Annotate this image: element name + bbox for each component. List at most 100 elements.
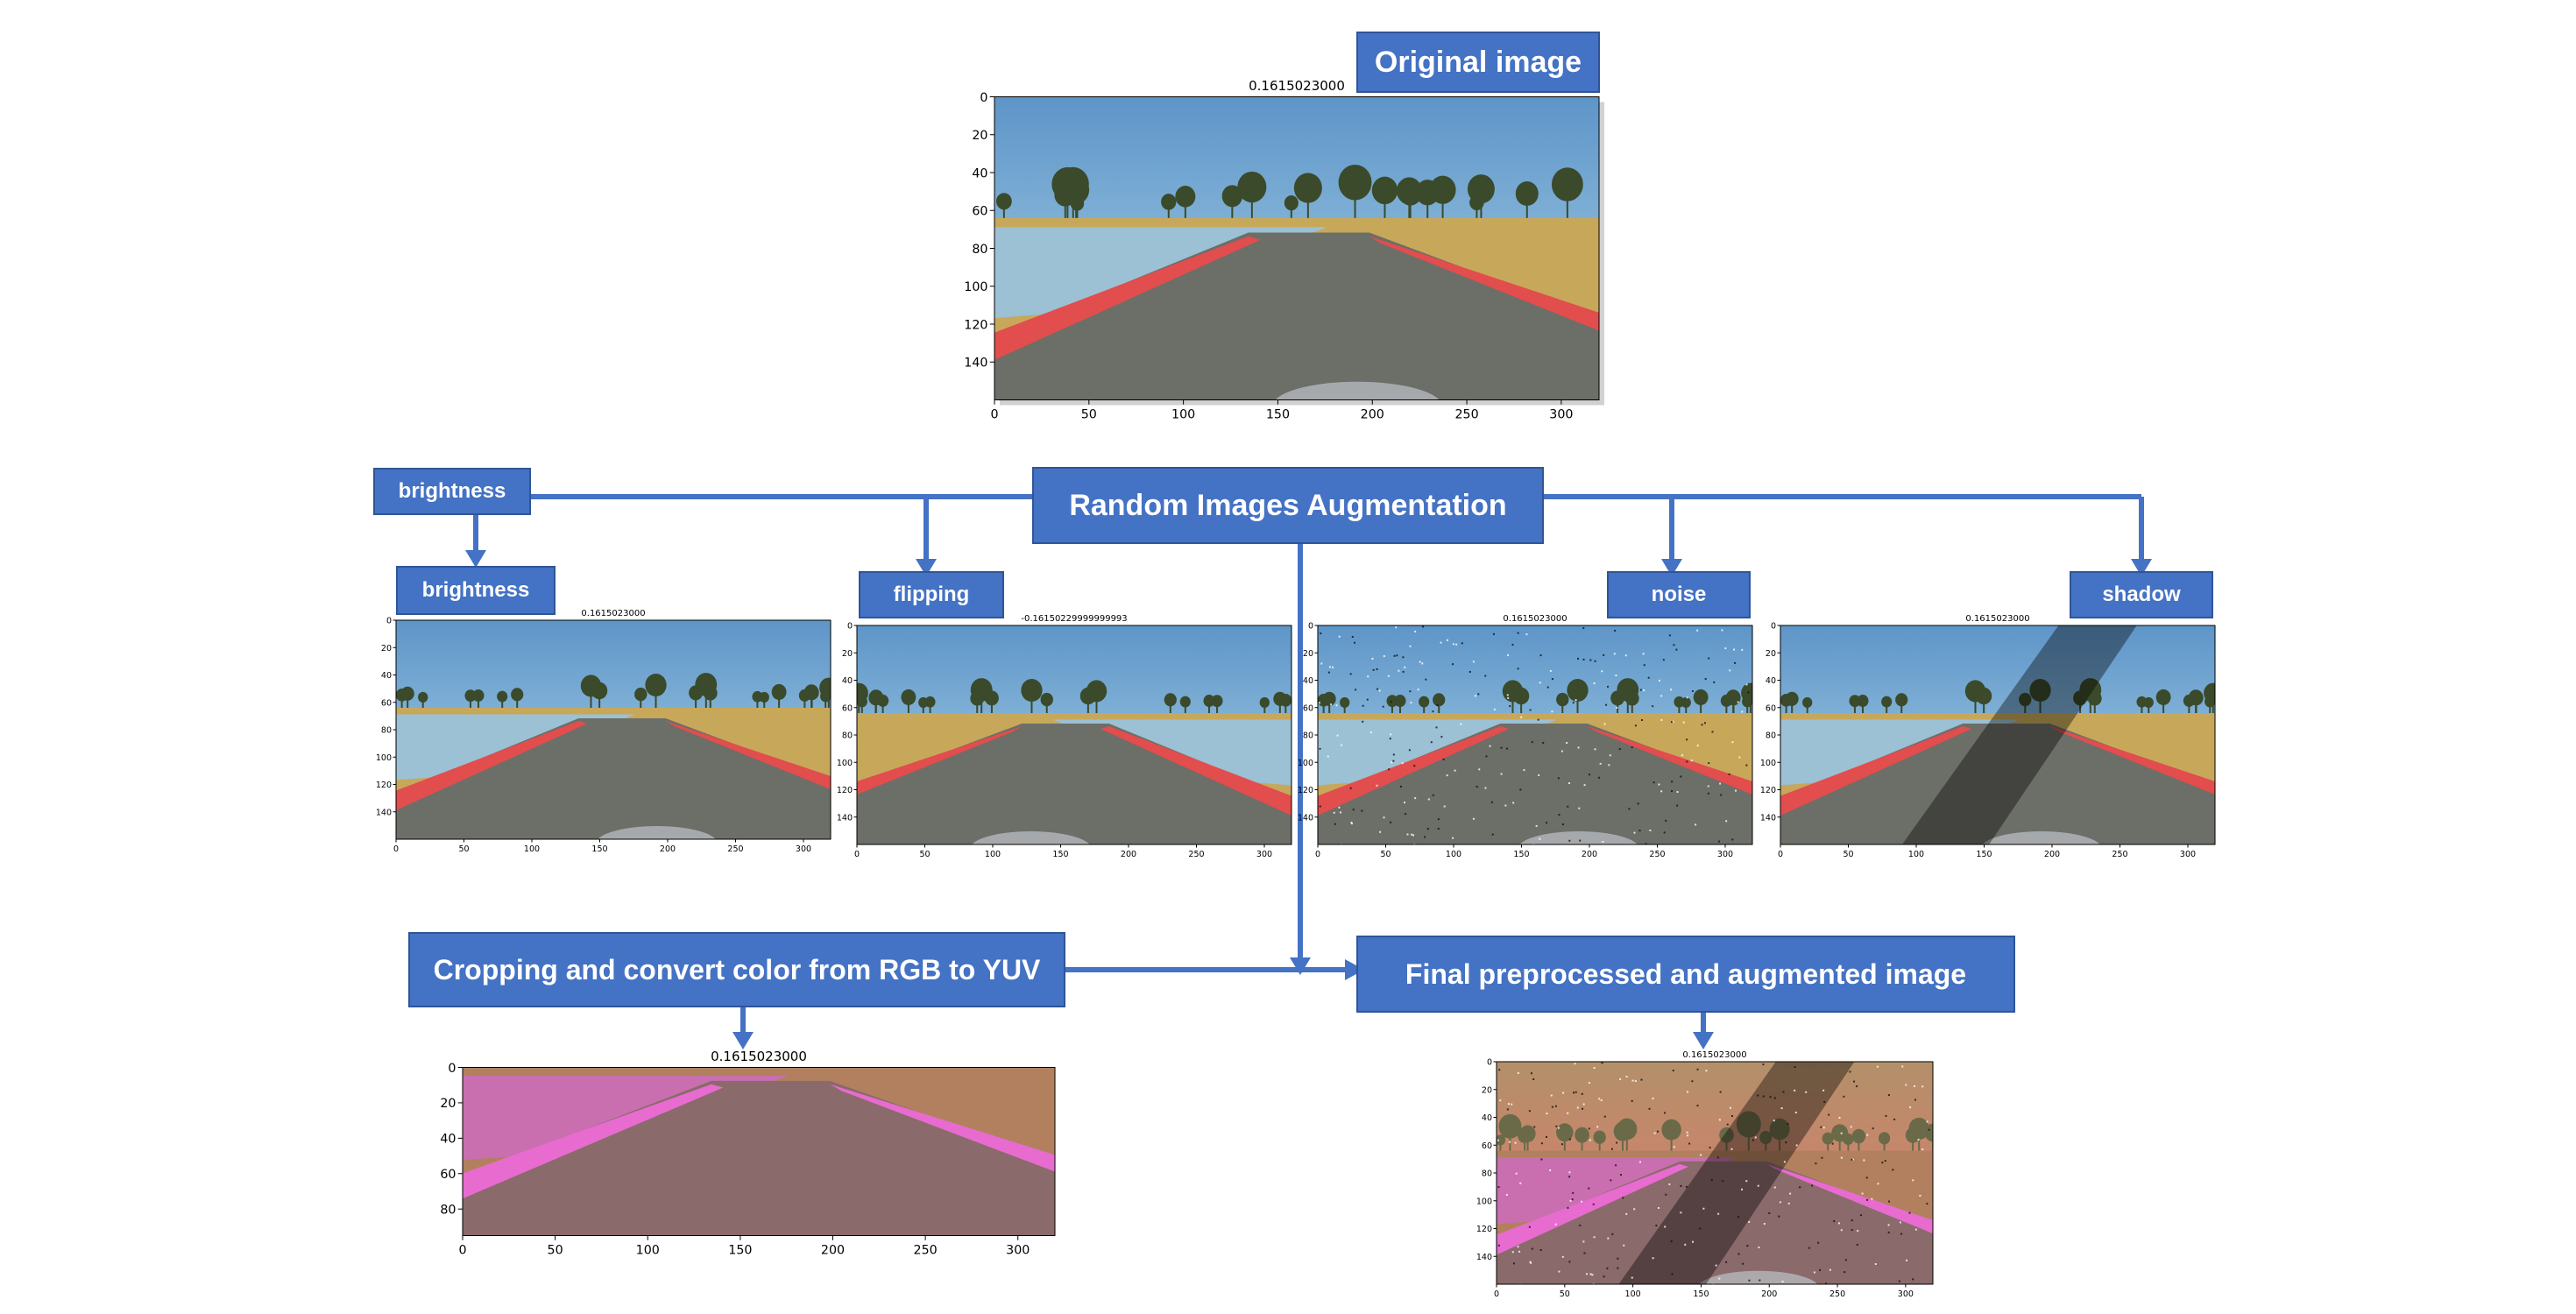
y-tick-label: 40 [842,676,853,686]
y-tick-label: 120 [1760,786,1776,795]
x-tick-label: 200 [2044,850,2060,859]
x-tick-label: 0 [393,844,399,854]
x-tick-label: 0 [1315,850,1320,859]
x-tick-label: 250 [914,1243,938,1257]
y-tick-label: 0 [1771,622,1776,632]
x-tick-label: 250 [1649,850,1665,859]
x-tick-label: 0 [1494,1289,1499,1299]
y-tick-label: 100 [964,280,987,294]
y-tick-label: 80 [1482,1169,1492,1179]
y-tick-label: 0 [847,622,853,632]
y-tick-label: 0 [448,1061,456,1075]
y-tick-label: 20 [1766,649,1776,659]
x-tick-label: 150 [591,844,607,854]
y-tick-label: 40 [440,1132,456,1146]
brightness-top-label: brightness [373,468,531,515]
plot-title: -0.16150229999999993 [1021,614,1127,624]
final-image-label: Final preprocessed and augmented image [1356,936,2015,1013]
y-tick-label: 100 [1476,1197,1492,1206]
x-tick-label: 0 [854,850,860,859]
y-tick-label: 20 [842,649,853,659]
x-tick-label: 150 [1266,407,1290,421]
y-tick-label: 20 [1303,649,1313,659]
y-tick-label: 60 [440,1168,456,1182]
x-tick-label: 100 [1446,850,1461,859]
y-tick-label: 140 [376,808,392,817]
y-tick-label: 0 [1487,1058,1492,1068]
plot-title: 0.1615023000 [1682,1050,1746,1060]
plot-title: 0.1615023000 [1965,614,2029,624]
x-tick-label: 250 [1454,407,1478,421]
y-tick-label: 60 [972,204,987,218]
y-tick-label: 80 [842,731,853,741]
x-tick-label: 50 [1560,1289,1570,1299]
y-tick-label: 0 [386,617,392,626]
plot-frame [462,1066,1056,1236]
x-tick-label: 250 [1188,850,1204,859]
y-tick-label: 40 [1766,676,1776,686]
y-tick-label: 120 [1298,786,1313,795]
y-tick-label: 40 [972,166,987,180]
x-tick-label: 200 [821,1243,845,1257]
random-augmentation-label: Random Images Augmentation [1032,467,1544,544]
x-tick-label: 200 [660,844,676,854]
x-tick-label: 300 [1549,407,1573,421]
x-tick-label: 100 [636,1243,660,1257]
x-tick-label: 0 [1778,850,1783,859]
road-image [1497,1062,1933,1284]
y-tick-label: 100 [837,759,853,768]
y-tick-label: 80 [381,726,392,736]
x-tick-label: 300 [1717,850,1733,859]
x-tick-label: 250 [2112,850,2127,859]
y-tick-label: 140 [1298,813,1313,823]
x-tick-label: 300 [796,844,811,854]
x-tick-label: 250 [727,844,743,854]
y-tick-label: 40 [1303,676,1313,686]
x-tick-label: 100 [1171,407,1195,421]
original-image-label: Original image [1356,32,1600,93]
y-tick-label: 60 [842,703,853,713]
y-tick-label: 20 [381,644,392,653]
x-tick-label: 300 [1006,1243,1030,1257]
x-tick-label: 150 [1513,850,1529,859]
y-tick-label: 60 [1303,703,1313,713]
road-image [1780,625,2215,844]
x-tick-label: 200 [1361,407,1384,421]
y-tick-label: 120 [964,318,987,332]
road-image [994,96,1599,399]
y-tick-label: 60 [1482,1141,1492,1151]
x-tick-label: 0 [990,407,998,421]
x-tick-label: 150 [728,1243,752,1257]
y-tick-label: 140 [837,813,853,823]
x-tick-label: 50 [919,850,930,859]
x-tick-label: 250 [1829,1289,1845,1299]
y-tick-label: 0 [1308,622,1313,632]
y-tick-label: 140 [1760,813,1776,823]
road-image [396,620,831,839]
y-tick-label: 80 [1303,731,1313,741]
shadow-label: shadow [2070,571,2213,618]
y-tick-label: 60 [1766,703,1776,713]
x-tick-label: 0 [458,1243,466,1257]
y-tick-label: 80 [972,242,987,256]
x-tick-label: 100 [524,844,540,854]
x-tick-label: 50 [1081,407,1097,421]
x-tick-label: 150 [1052,850,1068,859]
y-tick-label: 100 [1298,759,1313,768]
y-tick-label: 100 [376,753,392,763]
x-tick-label: 300 [1256,850,1272,859]
y-tick-label: 80 [1766,731,1776,741]
x-tick-label: 150 [1693,1289,1709,1299]
y-tick-label: 120 [1476,1225,1492,1234]
plot-title: 0.1615023000 [711,1049,807,1064]
y-tick-label: 140 [964,356,987,370]
y-tick-label: 20 [972,129,987,143]
y-tick-label: 40 [1482,1113,1492,1123]
road-image [463,1067,1055,1235]
